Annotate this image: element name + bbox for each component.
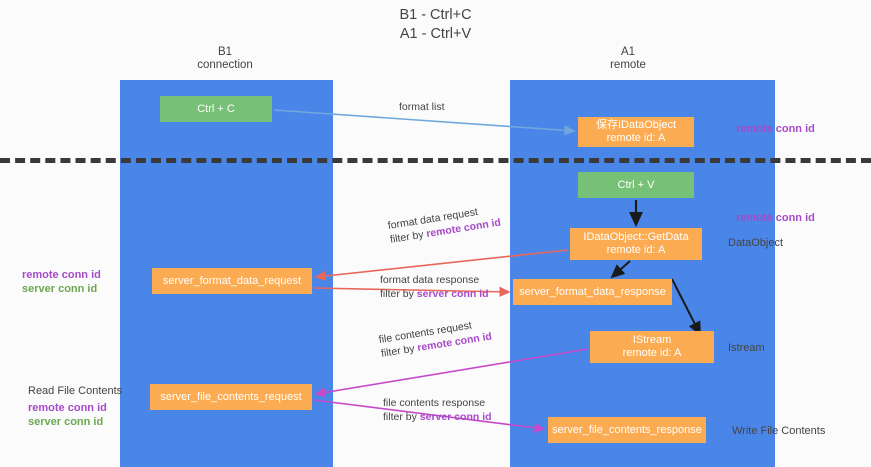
lane-header-a1-line2: remote [610, 59, 646, 71]
annotation-write-file-contents: Write File Contents [732, 424, 825, 438]
edge-label-format-data-response-line2: filter by server conn id [380, 287, 489, 301]
edge-label-file-contents-response: file contents response filter by server … [383, 396, 492, 424]
annotation-dataobject: DataObject [728, 236, 783, 250]
section-divider [0, 158, 871, 163]
edge-label-file-contents-response-line2: filter by server conn id [383, 410, 492, 424]
lane-header-b1: B1 connection [150, 46, 300, 72]
annotation-right-remote-conn-id-mid: remote conn id [736, 211, 815, 225]
node-server-format-data-request[interactable]: server_format_data_request [152, 268, 312, 294]
lane-header-a1: A1 remote [548, 46, 708, 72]
annotation-right-remote-conn-id-top: remote conn id [736, 122, 815, 136]
node-istream-line1: IStream [632, 334, 672, 346]
annotation-write-file-contents-label: Write File Contents [732, 425, 826, 437]
title-line-1: B1 - Ctrl+C [399, 7, 472, 23]
annotation-read-file-contents: Read File Contents [28, 384, 122, 398]
annotation-remote-conn-id: remote conn id [736, 123, 815, 135]
edge-label-file-contents-request: file contents request filter by remote c… [378, 316, 493, 361]
edge-label-format-list-line1: format list [399, 101, 445, 113]
node-save-idataobject[interactable]: 保存IDataObject remote id: A [578, 117, 694, 147]
lane-header-a1-line1: A1 [620, 46, 636, 58]
node-server-format-data-request-label: server_format_data_request [162, 274, 302, 287]
node-save-idataobject-line2: remote id: A [606, 132, 666, 144]
annotation-remote-conn-id: remote conn id [22, 269, 101, 281]
annotation-istream-label: Istream [728, 342, 765, 354]
node-idataobject-getdata[interactable]: IDataObject::GetData remote id: A [570, 228, 702, 260]
lane-header-b1-line2: connection [197, 59, 253, 71]
annotation-istream: Istream [728, 341, 765, 355]
edge-label-format-data-response: format data response filter by server co… [380, 273, 489, 301]
edge-label-format-list: format list [399, 100, 445, 114]
node-idataobject-getdata-line2: remote id: A [606, 244, 666, 256]
node-server-file-contents-request-label: server_file_contents_request [160, 390, 302, 403]
node-ctrl-v-label: Ctrl + V [617, 178, 655, 191]
filter-key-server-conn-id: server conn id [416, 288, 489, 300]
node-istream-line2: remote id: A [622, 347, 682, 359]
node-ctrl-c[interactable]: Ctrl + C [160, 96, 272, 122]
node-istream[interactable]: IStream remote id: A [590, 331, 714, 363]
edge-label-format-data-request: format data request filter by remote con… [387, 202, 502, 247]
node-save-idataobject-line1: 保存IDataObject [595, 119, 677, 131]
node-server-format-data-response[interactable]: server_format_data_response [513, 279, 672, 305]
filter-key-server-conn-id: server conn id [419, 411, 492, 423]
annotation-server-conn-id: server conn id [22, 283, 98, 295]
filter-prefix: filter by [380, 288, 417, 300]
lane-header-b1-line1: B1 [217, 46, 233, 58]
node-server-file-contents-response-label: server_file_contents_response [552, 423, 702, 436]
node-server-file-contents-response[interactable]: server_file_contents_response [548, 417, 706, 443]
node-idataobject-getdata-line1: IDataObject::GetData [583, 231, 689, 243]
edge-label-format-data-response-line1: format data response [380, 274, 480, 286]
annotation-server-conn-id: server conn id [28, 416, 104, 428]
node-ctrl-v[interactable]: Ctrl + V [578, 172, 694, 198]
edge-label-file-contents-response-line1: file contents response [383, 397, 486, 409]
annotation-dataobject-label: DataObject [728, 237, 784, 249]
title-line-2: A1 - Ctrl+V [399, 26, 472, 42]
filter-prefix: filter by [383, 411, 420, 423]
annotation-remote-conn-id: remote conn id [736, 212, 815, 224]
page-title: B1 - Ctrl+C A1 - Ctrl+V [0, 6, 871, 44]
node-server-format-data-response-label: server_format_data_response [519, 285, 666, 298]
node-ctrl-c-label: Ctrl + C [197, 102, 235, 115]
annotation-left-conn-ids-bottom: remote conn id server conn id [28, 401, 107, 429]
node-server-file-contents-request[interactable]: server_file_contents_request [150, 384, 312, 410]
annotation-read-file-contents-label: Read File Contents [28, 385, 123, 397]
annotation-left-conn-ids-top: remote conn id server conn id [22, 268, 101, 296]
annotation-remote-conn-id: remote conn id [28, 402, 107, 414]
